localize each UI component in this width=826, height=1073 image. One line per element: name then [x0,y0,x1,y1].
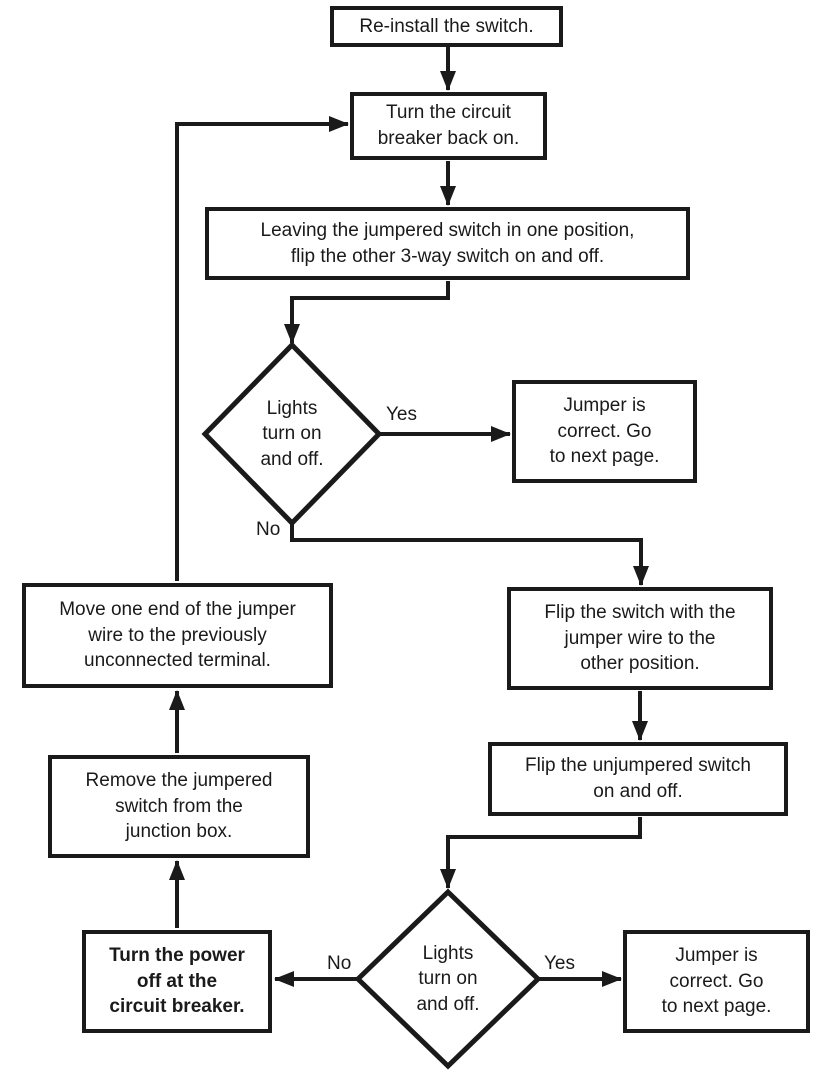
node-jumper-correct-top: Jumper is correct. Go to next page. [512,380,697,483]
decision2-label: Lights turn on and off. [416,942,480,1015]
node-label: Flip the switch with the jumper wire to … [544,602,736,675]
node-reinstall-switch: Re-install the switch. [330,6,563,47]
decision2-no-label: No [327,953,352,974]
node-label: Remove the jumpered switch from the junc… [85,770,273,843]
decision1-yes-label: Yes [386,404,417,425]
node-jumper-correct-bottom: Jumper is correct. Go to next page. [623,930,810,1033]
decision1-diamond [201,341,383,527]
node-label: Move one end of the jumper wire to the p… [59,599,296,672]
node-move-jumper-end: Move one end of the jumper wire to the p… [22,583,333,688]
node-label: Flip the unjumpered switch on and off. [525,755,751,802]
decision2-diamond [354,888,542,1070]
decision1-no-label: No [256,519,281,540]
connector-moveend-to-breaker [175,116,349,581]
node-label: Turn the circuit breaker back on. [377,102,520,149]
node-breaker-back-on: Turn the circuit breaker back on. [350,92,547,160]
node-label: Jumper is correct. Go to next page. [549,395,660,468]
decision1-label: Lights turn on and off. [260,397,324,470]
decision2-yes-label: Yes [544,953,575,974]
node-leaving-jumpered-switch: Leaving the jumpered switch in one posit… [205,207,690,280]
connector-unjumpered-to-decision2 [440,817,642,889]
node-power-off-breaker: Turn the power off at the circuit breake… [82,930,272,1033]
node-label: Leaving the jumpered switch in one posit… [260,219,635,267]
connector-leaving-to-decision1 [284,281,450,344]
node-flip-unjumpered-switch: Flip the unjumpered switch on and off. [488,742,788,816]
node-label: Re-install the switch. [359,15,534,37]
node-label: Turn the power off at the circuit breake… [109,945,245,1018]
node-label: Jumper is correct. Go to next page. [661,945,772,1018]
node-flip-jumpered-switch: Flip the switch with the jumper wire to … [507,587,773,690]
node-remove-jumpered-switch: Remove the jumpered switch from the junc… [48,755,310,858]
connector-decision1-no [290,524,649,586]
